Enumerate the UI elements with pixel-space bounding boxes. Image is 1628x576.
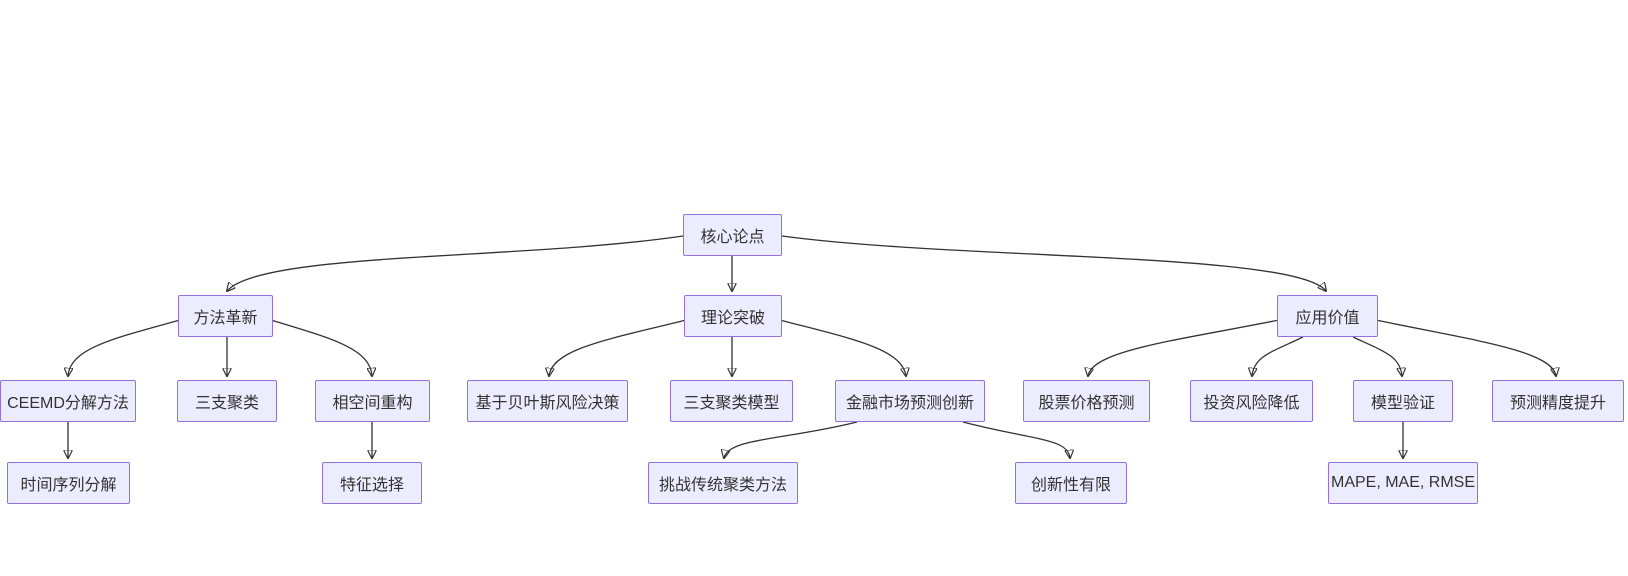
node-application-value: 应用价值 — [1277, 295, 1378, 337]
node-phase-space-reconstruction: 相空间重构 — [315, 380, 430, 422]
node-time-series-decomposition: 时间序列分解 — [7, 462, 130, 504]
node-three-way-clustering-model: 三支聚类模型 — [670, 380, 793, 422]
node-limited-innovation: 创新性有限 — [1015, 462, 1127, 504]
edge-theory-to-bayes — [549, 319, 687, 376]
edge-application-to-stock — [1088, 319, 1280, 376]
node-challenge-traditional-clustering: 挑战传统聚类方法 — [648, 462, 798, 504]
edge-method-to-ceemd — [68, 319, 181, 376]
edge-fininnov-to-limited — [962, 421, 1070, 458]
edge-application-to-risk — [1252, 336, 1304, 376]
node-feature-selection: 特征选择 — [322, 462, 422, 504]
node-ceemd-decomposition-method: CEEMD分解方法 — [0, 380, 136, 422]
node-error-metrics: MAPE, MAE, RMSE — [1328, 462, 1478, 504]
edge-theory-to-fininnov — [779, 319, 906, 376]
edge-application-to-accuracy — [1375, 319, 1556, 376]
node-financial-market-forecast-innovation: 金融市场预测创新 — [835, 380, 985, 422]
node-method-innovation: 方法革新 — [178, 295, 273, 337]
node-investment-risk-reduction: 投资风险降低 — [1190, 380, 1313, 422]
node-stock-price-prediction: 股票价格预测 — [1023, 380, 1150, 422]
node-three-way-clustering: 三支聚类 — [177, 380, 277, 422]
edge-core-to-method — [227, 235, 684, 291]
node-model-validation: 模型验证 — [1353, 380, 1453, 422]
edge-method-to-phase — [270, 319, 372, 376]
node-prediction-accuracy-improvement: 预测精度提升 — [1492, 380, 1624, 422]
node-bayesian-risk-decision: 基于贝叶斯风险决策 — [467, 380, 628, 422]
node-core-thesis: 核心论点 — [683, 214, 782, 256]
edge-application-to-validation — [1352, 336, 1402, 376]
node-theoretical-breakthrough: 理论突破 — [684, 295, 782, 337]
edge-core-to-application — [781, 235, 1326, 291]
edge-fininnov-to-challenge — [724, 421, 858, 458]
